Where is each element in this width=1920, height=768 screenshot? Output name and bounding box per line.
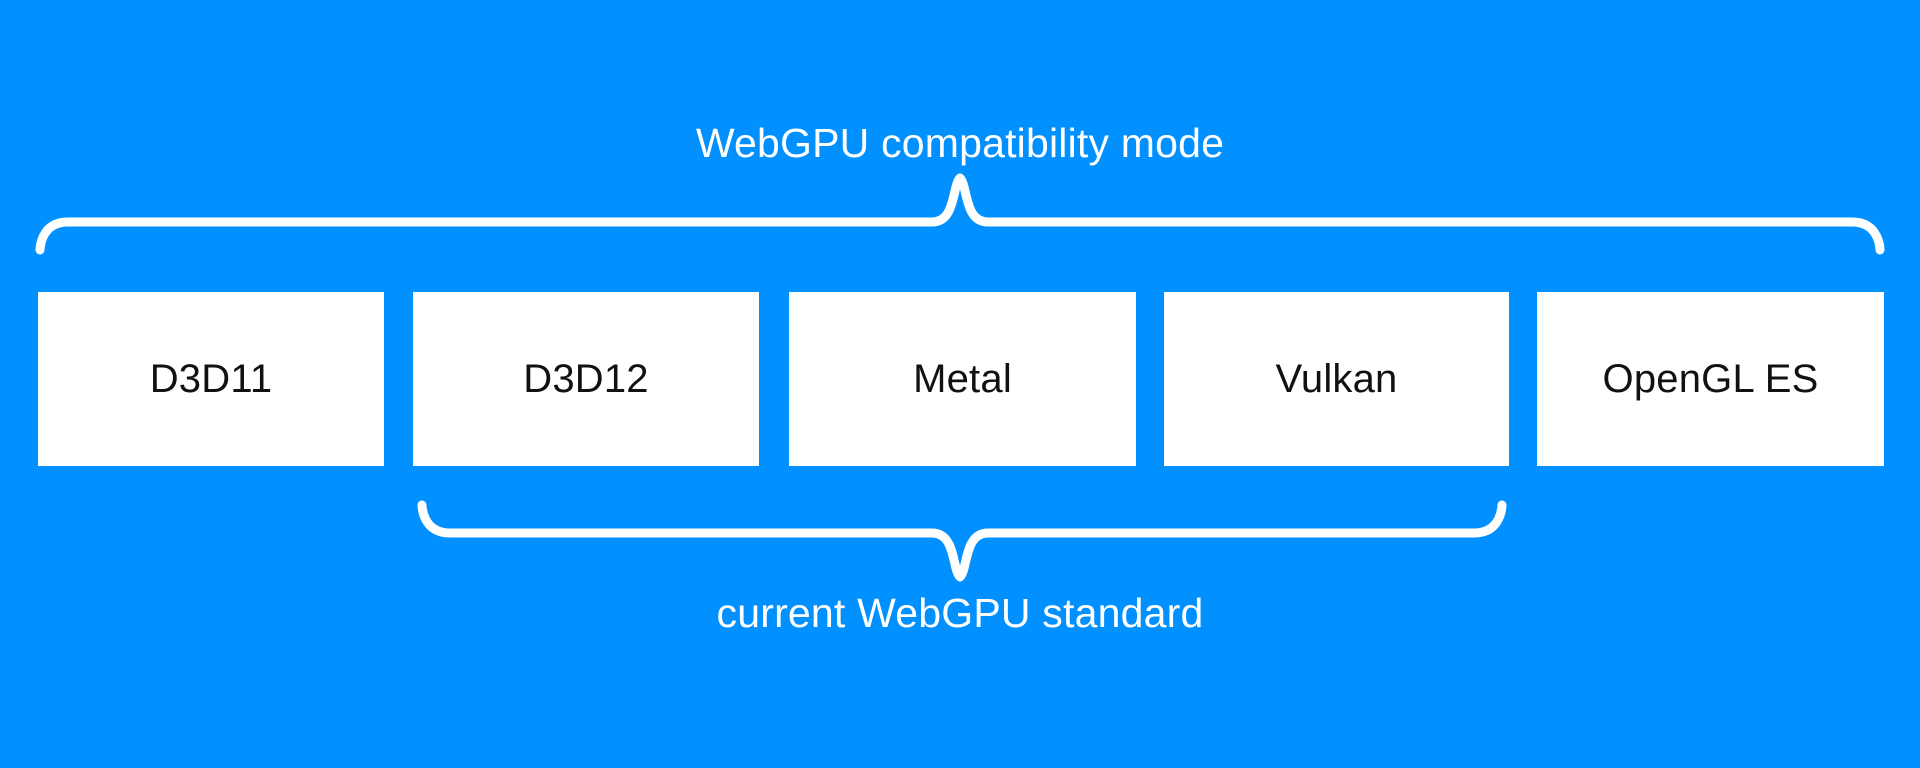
api-box-d3d12: D3D12 (413, 292, 759, 466)
api-box-vulkan: Vulkan (1164, 292, 1509, 466)
api-box-metal: Metal (789, 292, 1136, 466)
api-box-opengl-es: OpenGL ES (1537, 292, 1884, 466)
api-box-label: Vulkan (1275, 356, 1398, 401)
api-box-row: D3D11 D3D12 Metal Vulkan OpenGL ES (0, 292, 1920, 466)
api-box-d3d11: D3D11 (38, 292, 384, 466)
current-standard-caption: current WebGPU standard (716, 590, 1204, 636)
api-box-label: D3D12 (523, 356, 649, 401)
compatibility-mode-title: WebGPU compatibility mode (695, 120, 1225, 166)
api-box-label: Metal (913, 356, 1012, 401)
api-box-label: D3D11 (149, 356, 273, 401)
api-box-label: OpenGL ES (1602, 356, 1819, 401)
